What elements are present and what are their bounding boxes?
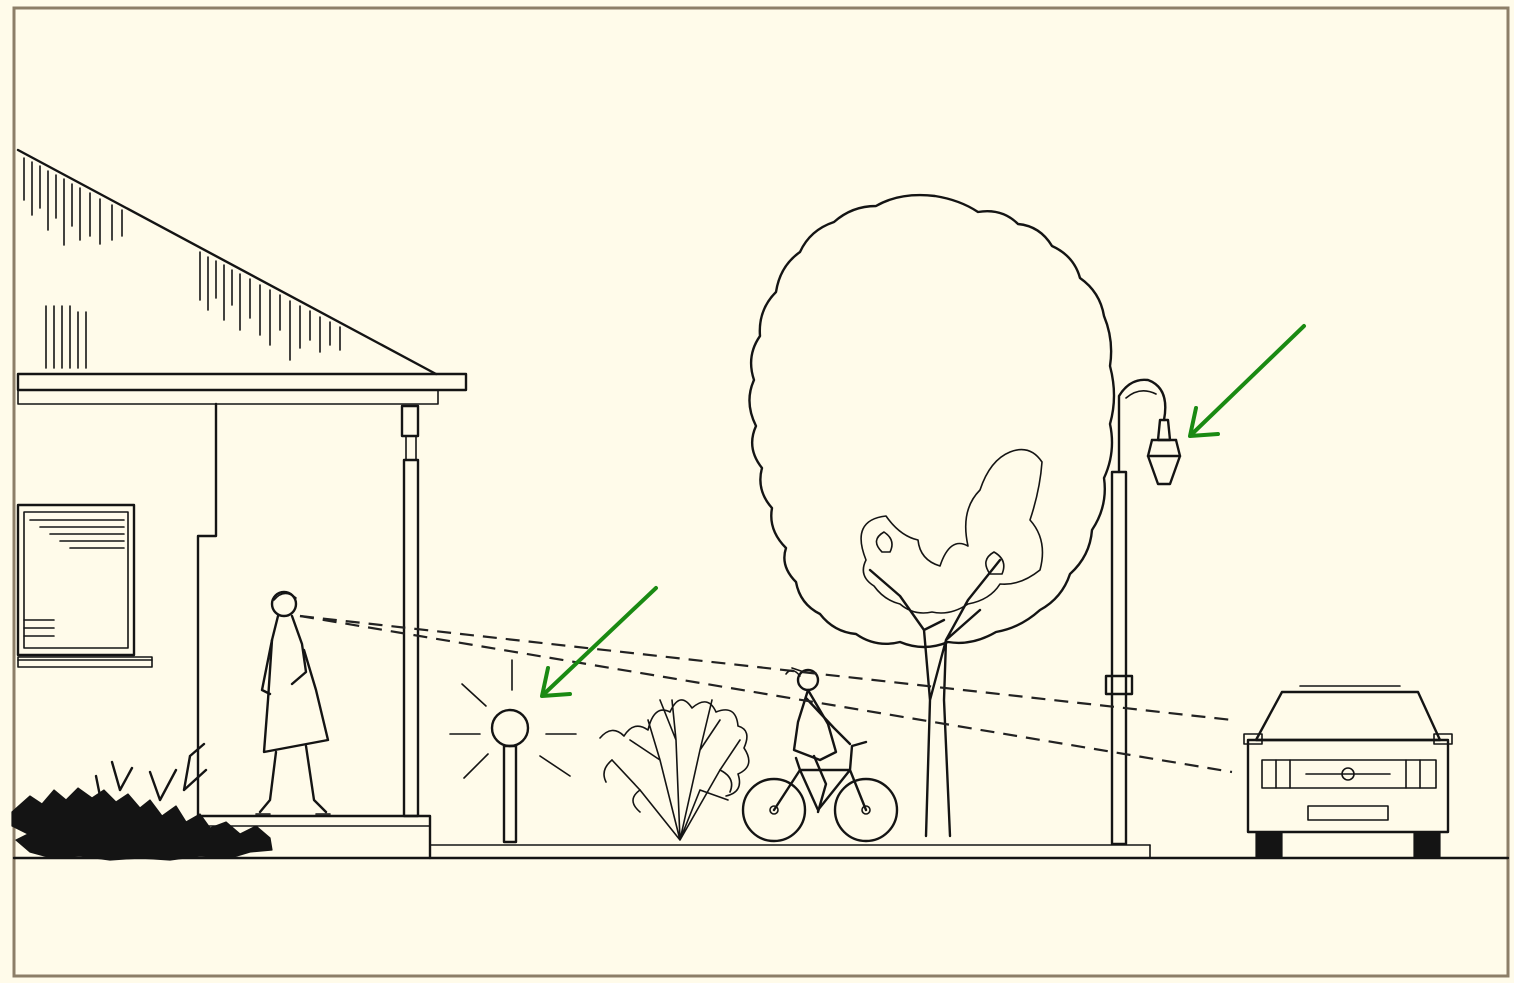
woman-standing-on-porch (255, 590, 331, 815)
roof-hatching (23, 157, 341, 369)
arrow-icon-bollard-light (540, 586, 658, 698)
child-on-bicycle (741, 667, 899, 843)
light-rays-icon (449, 659, 577, 779)
porch-shrubs (11, 742, 273, 861)
arrow-icon-street-lamp (1188, 324, 1306, 438)
pedestrian-street-lamp (1104, 378, 1182, 846)
street-tree (748, 193, 1116, 838)
drawing-frame (12, 6, 1510, 978)
shrub (599, 699, 750, 841)
window (16, 503, 153, 668)
car-front-view (1243, 685, 1453, 859)
house (16, 148, 468, 860)
low-bollard-light (449, 659, 577, 844)
sight-lines (299, 614, 1233, 774)
